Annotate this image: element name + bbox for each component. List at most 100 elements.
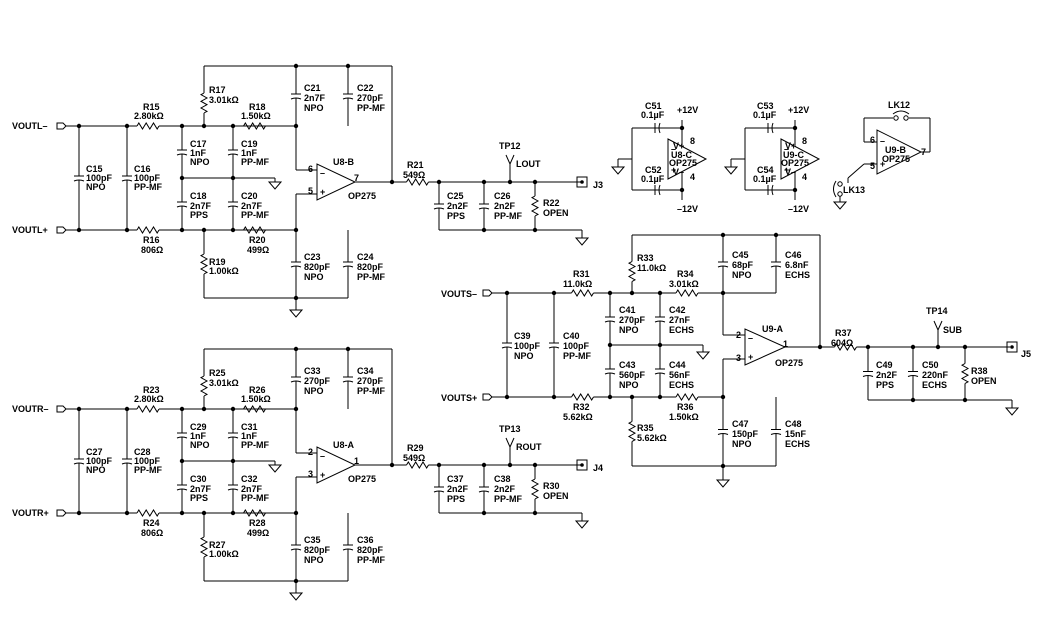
sub-c39: [501, 342, 513, 349]
sub-r35: [627, 421, 637, 442]
u8a-pin-noninv: 3: [308, 469, 313, 479]
junction-dot: [532, 510, 538, 516]
left-c-shunt-2: [176, 201, 188, 208]
u9a-pin-out: 1: [783, 339, 788, 349]
right-jack: [576, 459, 588, 471]
svg-text:–: –: [784, 144, 789, 154]
left-gnd-mid: [267, 181, 283, 190]
c41-value: 270pF: [619, 315, 646, 325]
u9a-ref: U9-A: [762, 324, 784, 334]
c47-value: 150pF: [732, 429, 759, 439]
u9c-c-bot: [767, 184, 774, 196]
junction-dot: [551, 394, 557, 400]
junction-dot: [910, 397, 916, 403]
r37-ref: R37: [835, 328, 852, 338]
junction-dot: [792, 187, 798, 193]
junction-dot: [230, 406, 236, 412]
junction-dot: [720, 290, 726, 296]
u8c-vn: V–: [673, 167, 684, 177]
lout-label: LOUT: [516, 159, 541, 169]
rout-label: ROUT: [516, 442, 542, 452]
svg-text:+: +: [671, 165, 676, 175]
sub-r38: [960, 363, 970, 384]
junction-dot: [629, 290, 635, 296]
left-c-shunt-3: [227, 149, 239, 156]
u8b-pin-inv: 6: [308, 164, 313, 174]
junction-dot: [481, 462, 487, 468]
c52-ref: C52: [645, 165, 662, 175]
c36-type: PP-MF: [357, 555, 386, 565]
j3-label: J3: [593, 180, 603, 190]
c49-type: PPS: [876, 380, 894, 390]
u9c-gnd: [723, 166, 739, 175]
tp12-label: TP12: [499, 141, 521, 151]
junction-dot: [76, 227, 82, 233]
junction-dot: [532, 227, 538, 233]
c46-value: 6.8nF: [785, 260, 809, 270]
sub-c48: [770, 429, 782, 435]
sub-label: SUB: [943, 325, 963, 335]
u8b-part: OP275: [348, 191, 376, 201]
junction-dot: [293, 63, 299, 69]
left-r-out: [406, 178, 429, 186]
c48-ref: C48: [785, 419, 802, 429]
u8c-pin-top: 8: [690, 136, 695, 146]
c30-ref: C30: [190, 474, 207, 484]
u9c-vn: V–: [785, 167, 796, 177]
u8a-pin-inv: 2: [308, 447, 313, 457]
junction-dot: [657, 342, 663, 348]
junction-dot: [124, 406, 130, 412]
junction-dot: [720, 232, 726, 238]
r20-value: 499Ω: [247, 245, 269, 255]
junction-dot: [935, 344, 941, 350]
junction-dot: [507, 462, 513, 468]
right-r-out-load: [530, 478, 540, 500]
right-r-in-bot: [136, 509, 160, 517]
c18-value: 2n7F: [190, 201, 212, 211]
left-c-fb-top-2: [342, 93, 354, 100]
right-gnd-out: [574, 520, 590, 529]
junction-dot: [436, 462, 442, 468]
right-c-shunt-3: [227, 432, 239, 439]
lk13-label: LK13: [843, 185, 865, 195]
right-r-out: [406, 461, 429, 469]
junction-dot: [607, 290, 613, 296]
left-c-shunt-4: [227, 201, 239, 208]
c48-value: 15nF: [785, 429, 807, 439]
junction-dot: [504, 290, 510, 296]
u9a-pin-inv: 2: [736, 330, 741, 340]
u9c-pin-bot: 4: [802, 172, 807, 182]
r15-value: 2.80kΩ: [134, 111, 164, 121]
left-c-bot-1: [290, 261, 302, 268]
c32-type: PP-MF: [241, 493, 270, 503]
c18-ref: C18: [190, 191, 207, 201]
junction-dot: [293, 510, 299, 516]
r16-value: 806Ω: [141, 245, 163, 255]
c27-ref: C27: [86, 447, 103, 457]
r34-value: 3.01kΩ: [669, 279, 699, 289]
c16-value: 100pF: [134, 173, 161, 183]
r25-ref: R25: [209, 368, 226, 378]
junction-dot: [201, 406, 207, 412]
u8c-supply-neg: –12V: [677, 204, 698, 214]
c19-ref: C19: [241, 139, 258, 149]
r21-ref: R21: [407, 160, 424, 170]
right-opamp: –+: [316, 446, 357, 484]
left-r-in-top: [136, 122, 160, 130]
c41-type: NPO: [619, 325, 639, 335]
sub-gnd-mid: [695, 351, 711, 360]
r15-ref: R15: [143, 102, 160, 112]
u9b-pin-noninv: 5: [870, 161, 875, 171]
c43-value: 560pF: [619, 370, 646, 380]
junction-dot: [962, 397, 968, 403]
c30-value: 2n7F: [190, 484, 212, 494]
right-c-shunt-2: [176, 484, 188, 491]
junction-dot: [230, 123, 236, 129]
net-label-voutl-pos: VOUTL+: [12, 225, 48, 235]
junction-dot: [293, 123, 299, 129]
c53-value: 0.1µF: [753, 110, 777, 120]
c35-type: NPO: [304, 555, 324, 565]
c49-value: 2n2F: [876, 370, 898, 380]
c33-type: NPO: [304, 386, 324, 396]
junction-dot: [179, 123, 185, 129]
